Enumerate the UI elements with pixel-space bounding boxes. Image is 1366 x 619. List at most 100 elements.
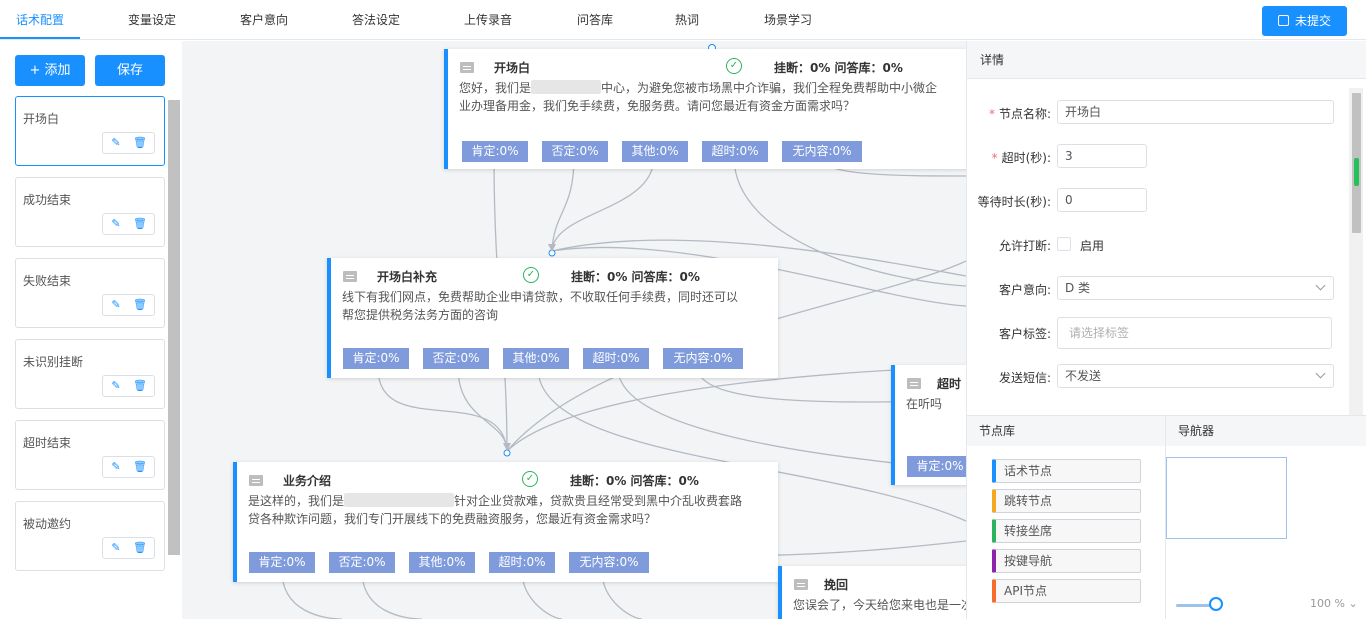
delete-icon[interactable]: 🗑 xyxy=(133,217,147,230)
option-timeout[interactable]: 超时:0% xyxy=(702,141,768,162)
delete-icon[interactable]: 🗑 xyxy=(133,379,147,392)
tab-script-config[interactable]: 话术配置 xyxy=(15,13,64,27)
tab-hot-words[interactable]: 热词 xyxy=(674,13,699,27)
option-yes[interactable]: 肯定:0% xyxy=(907,456,966,477)
node-text-line1: 线下有我们网点，免费帮助企业申请贷款，不收取任何手续费，同时还可以 xyxy=(342,290,739,304)
flow-node-timeout[interactable]: 超时 在听吗 肯定:0% xyxy=(891,365,966,485)
send-sms-select[interactable]: 不发送 xyxy=(1057,364,1334,388)
option-other[interactable]: 其他:0% xyxy=(503,348,569,369)
navigator-header: 导航器 xyxy=(1166,416,1366,446)
node-name-input[interactable]: 开场白 xyxy=(1057,100,1334,124)
option-yes[interactable]: 肯定:0% xyxy=(249,552,315,573)
node-text-line2: 贷各种欺诈问题，我们专门开展线下的免费融资服务，您最近有资金需求吗？ xyxy=(248,512,657,526)
delete-icon[interactable]: 🗑 xyxy=(133,460,147,473)
check-circle-icon: ✓ xyxy=(522,471,538,487)
customer-tag-input[interactable]: 请选择标签 xyxy=(1057,317,1332,349)
node-card-name: 成功结束 xyxy=(23,193,72,207)
send-sms-label: 发送短信: xyxy=(998,371,1051,385)
node-card-success-end[interactable]: 成功结束 ✎ 🗑 xyxy=(15,177,165,247)
node-list-panel: + 添加 保存 开场白 ✎🗑 成功结束 ✎🗑 失败结束 ✎🗑 未识别挂断 ✎🗑 … xyxy=(0,41,182,619)
node-text: 您好，我们是中心，为避免您被市场黑中介诈骗，我们全程免费帮助中小微企 业办理备用… xyxy=(459,79,937,115)
edit-icon[interactable]: ✎ xyxy=(111,379,121,392)
tab-upload-recording[interactable]: 上传录音 xyxy=(463,13,512,27)
node-stats: 挂断：0% 问答库：0% xyxy=(570,474,699,488)
option-timeout[interactable]: 超时:0% xyxy=(489,552,555,573)
save-icon xyxy=(1277,15,1289,26)
wait-duration-label: 等待时长(秒): xyxy=(977,195,1051,209)
edit-icon[interactable]: ✎ xyxy=(111,136,121,149)
option-no-content[interactable]: 无内容:0% xyxy=(782,141,862,162)
library-item-jump-node[interactable]: 跳转节点 xyxy=(992,489,1141,513)
option-no-content[interactable]: 无内容:0% xyxy=(663,348,743,369)
option-yes[interactable]: 肯定:0% xyxy=(462,141,528,162)
timeout-input[interactable]: 3 xyxy=(1057,144,1147,168)
node-title: 开场白补充 xyxy=(377,270,438,284)
node-text: 线下有我们网点，免费帮助企业申请贷款，不收取任何手续费，同时还可以 帮您提供税务… xyxy=(342,288,738,324)
node-card-timeout-end[interactable]: 超时结束 ✎ 🗑 xyxy=(15,420,165,490)
node-text-line1a: 是这样的，我们是 xyxy=(248,494,345,508)
zoom-level[interactable]: 100 % ⌄ xyxy=(1310,597,1358,610)
node-name-label: *节点名称: xyxy=(988,107,1051,121)
node-title: 超时 xyxy=(937,377,962,391)
node-list-scrollbar[interactable] xyxy=(168,100,180,555)
option-other[interactable]: 其他:0% xyxy=(409,552,475,573)
detail-header: 详情 xyxy=(967,41,1366,79)
tab-variables[interactable]: 变量设定 xyxy=(127,13,176,27)
option-no-content[interactable]: 无内容:0% xyxy=(569,552,649,573)
edit-icon[interactable]: ✎ xyxy=(111,217,121,230)
wait-duration-input[interactable]: 0 xyxy=(1057,188,1147,212)
node-text: 是这样的，我们是针对企业贷款难，贷款贵且经常受到黑中介乱收费套路 贷各种欺诈问题… xyxy=(248,492,742,528)
redacted-text xyxy=(531,80,602,94)
navigator-panel: 导航器 100 % ⌄ xyxy=(1165,415,1366,619)
delete-icon[interactable]: 🗑 xyxy=(133,136,147,149)
option-other[interactable]: 其他:0% xyxy=(622,141,688,162)
navigator-minimap[interactable] xyxy=(1166,457,1287,539)
chevron-down-icon xyxy=(1315,280,1326,291)
edit-icon[interactable]: ✎ xyxy=(111,298,121,311)
node-library-panel: 节点库 话术节点 跳转节点 转接坐席 按键导航 API节点 xyxy=(966,415,1166,619)
node-text-line1a: 您好，我们是 xyxy=(459,81,532,95)
option-timeout[interactable]: 超时:0% xyxy=(583,348,649,369)
node-card-passive-invite[interactable]: 被动邀约 ✎🗑 xyxy=(15,501,165,571)
customer-intent-select[interactable]: D 类 xyxy=(1057,276,1334,300)
allow-interrupt-label: 允许打断: xyxy=(998,239,1051,253)
save-button[interactable]: 保存 xyxy=(95,55,165,86)
flow-node-opening-supplement[interactable]: 开场白补充 ✓ 挂断：0% 问答库：0% 线下有我们网点，免费帮助企业申请贷款，… xyxy=(327,258,778,378)
node-card-fail-end[interactable]: 失败结束 ✎🗑 xyxy=(15,258,165,328)
allow-interrupt-checkbox[interactable] xyxy=(1057,237,1071,251)
node-card-name: 未识别挂断 xyxy=(23,355,84,369)
zoom-slider-handle[interactable] xyxy=(1209,597,1223,611)
node-card-name: 超时结束 xyxy=(23,436,72,450)
tab-qa-library[interactable]: 问答库 xyxy=(576,13,613,27)
add-node-button[interactable]: + 添加 xyxy=(15,55,85,86)
node-text-line2: 业办理备用金，我们免手续费，免服务费。请问您最近有资金方面需求吗？ xyxy=(459,99,856,113)
flow-node-recover[interactable]: 挽回 您误会了，今天给您来电也是一次 xyxy=(778,566,966,619)
option-no[interactable]: 否定:0% xyxy=(329,552,395,573)
node-library-header: 节点库 xyxy=(967,416,1166,446)
library-item-transfer-agent[interactable]: 转接坐席 xyxy=(992,519,1141,543)
node-card-opening[interactable]: 开场白 ✎🗑 xyxy=(15,96,165,166)
edit-icon[interactable]: ✎ xyxy=(111,541,121,554)
node-text: 您误会了，今天给您来电也是一次 xyxy=(793,598,966,612)
detail-scrollbar[interactable] xyxy=(1349,88,1363,415)
tab-customer-intent[interactable]: 客户意向 xyxy=(239,13,288,27)
tab-scene-learning[interactable]: 场景学习 xyxy=(763,13,812,27)
edit-icon[interactable]: ✎ xyxy=(111,460,121,473)
library-item-api-node[interactable]: API节点 xyxy=(992,579,1141,603)
flow-node-business-intro[interactable]: 业务介绍 ✓ 挂断：0% 问答库：0% 是这样的，我们是针对企业贷款难，贷款贵且… xyxy=(233,462,778,582)
option-no[interactable]: 否定:0% xyxy=(542,141,608,162)
flow-canvas[interactable]: 开场白 ✓ 挂断：0% 问答库：0% 您好，我们是中心，为避免您被市场黑中介诈骗… xyxy=(182,41,966,619)
allow-interrupt-text: 启用 xyxy=(1080,239,1105,253)
delete-icon[interactable]: 🗑 xyxy=(133,298,147,311)
submit-button[interactable]: 未提交 xyxy=(1262,6,1347,36)
library-item-script-node[interactable]: 话术节点 xyxy=(992,459,1141,483)
option-no[interactable]: 否定:0% xyxy=(423,348,489,369)
chevron-down-icon: ⌄ xyxy=(1348,597,1358,610)
library-item-keypress-nav[interactable]: 按键导航 xyxy=(992,549,1141,573)
delete-icon[interactable]: 🗑 xyxy=(133,541,147,554)
tab-answer-settings[interactable]: 答法设定 xyxy=(351,13,400,27)
zoom-slider-track[interactable] xyxy=(1176,604,1220,607)
node-card-unrecognized-hangup[interactable]: 未识别挂断 ✎ 🗑 xyxy=(15,339,165,409)
flow-node-opening[interactable]: 开场白 ✓ 挂断：0% 问答库：0% 您好，我们是中心，为避免您被市场黑中介诈骗… xyxy=(444,49,966,169)
option-yes[interactable]: 肯定:0% xyxy=(343,348,409,369)
